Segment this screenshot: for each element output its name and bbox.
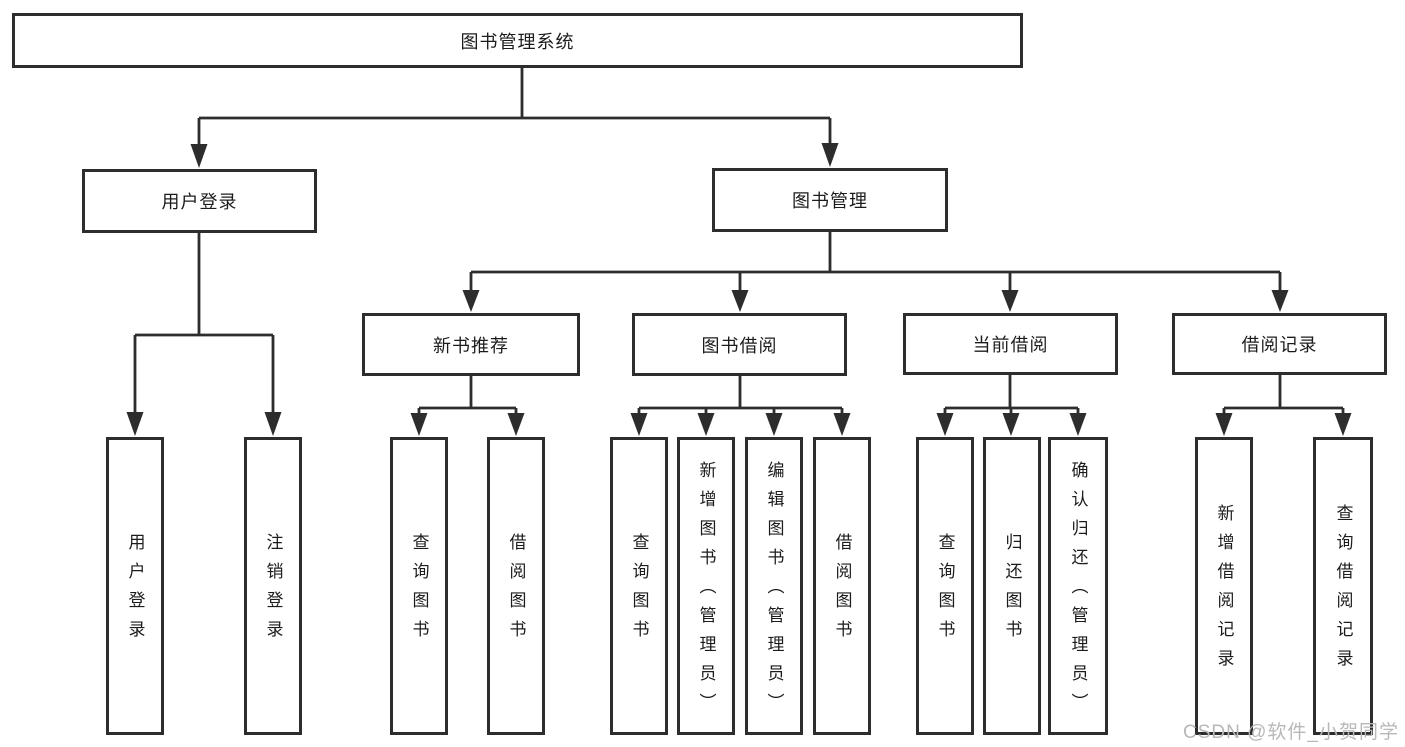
leaf-confirm-return-admin: 确认归还（管理员） xyxy=(1048,437,1108,735)
node-label: 图书借阅 xyxy=(701,335,778,356)
node-label: 新书推荐 xyxy=(433,335,509,356)
leaf-add-book-admin: 新增图书（管理员） xyxy=(677,437,735,735)
node-label: 借阅记录 xyxy=(1241,335,1318,355)
leaf-query-book-recommend: 查询图书 xyxy=(390,437,448,735)
node-borrow-records: 借阅记录 xyxy=(1172,313,1387,375)
leaf-label: 查询图书 xyxy=(935,533,955,649)
node-label: 当前借阅 xyxy=(972,335,1049,355)
leaf-edit-book-admin: 编辑图书（管理员） xyxy=(745,437,803,735)
leaf-query-borrow-record: 查询借阅记录 xyxy=(1313,437,1373,735)
leaf-user-login: 用户登录 xyxy=(106,437,164,735)
node-new-book-recommend: 新书推荐 xyxy=(362,313,580,376)
leaf-label: 用户登录 xyxy=(125,533,145,649)
leaf-label: 借阅图书 xyxy=(832,533,852,649)
leaf-add-borrow-record: 新增借阅记录 xyxy=(1195,437,1253,735)
leaf-return-book: 归还图书 xyxy=(983,437,1041,735)
leaf-label: 新增图书（管理员） xyxy=(696,460,716,722)
leaf-label: 新增借阅记录 xyxy=(1214,504,1234,678)
node-root-system: 图书管理系统 xyxy=(12,13,1023,68)
leaf-logout: 注销登录 xyxy=(244,437,302,735)
leaf-label: 归还图书 xyxy=(1002,533,1022,649)
node-current-borrowing: 当前借阅 xyxy=(903,313,1118,375)
leaf-label: 查询图书 xyxy=(409,533,429,649)
leaf-label: 查询图书 xyxy=(629,533,649,649)
leaf-label: 确认归还（管理员） xyxy=(1068,460,1088,722)
leaf-label: 注销登录 xyxy=(263,533,283,649)
arrowheads xyxy=(126,143,1352,436)
node-book-management-branch: 图书管理 xyxy=(712,168,948,232)
node-label: 用户登录 xyxy=(161,192,238,212)
leaf-query-book-borrowing: 查询图书 xyxy=(610,437,668,735)
leaf-label: 借阅图书 xyxy=(506,533,526,649)
leaf-label: 编辑图书（管理员） xyxy=(764,460,784,722)
leaf-borrow-book-borrowing: 借阅图书 xyxy=(813,437,871,735)
node-book-borrowing: 图书借阅 xyxy=(632,313,847,376)
node-user-login-branch: 用户登录 xyxy=(82,169,317,233)
leaf-borrow-book-recommend: 借阅图书 xyxy=(487,437,545,735)
node-label: 图书管理 xyxy=(792,191,868,211)
csdn-watermark: CSDN @软件_小贺同学 xyxy=(1183,722,1399,743)
leaf-label: 查询借阅记录 xyxy=(1333,504,1353,678)
leaf-query-book-current: 查询图书 xyxy=(916,437,974,735)
node-root-label: 图书管理系统 xyxy=(460,31,575,52)
